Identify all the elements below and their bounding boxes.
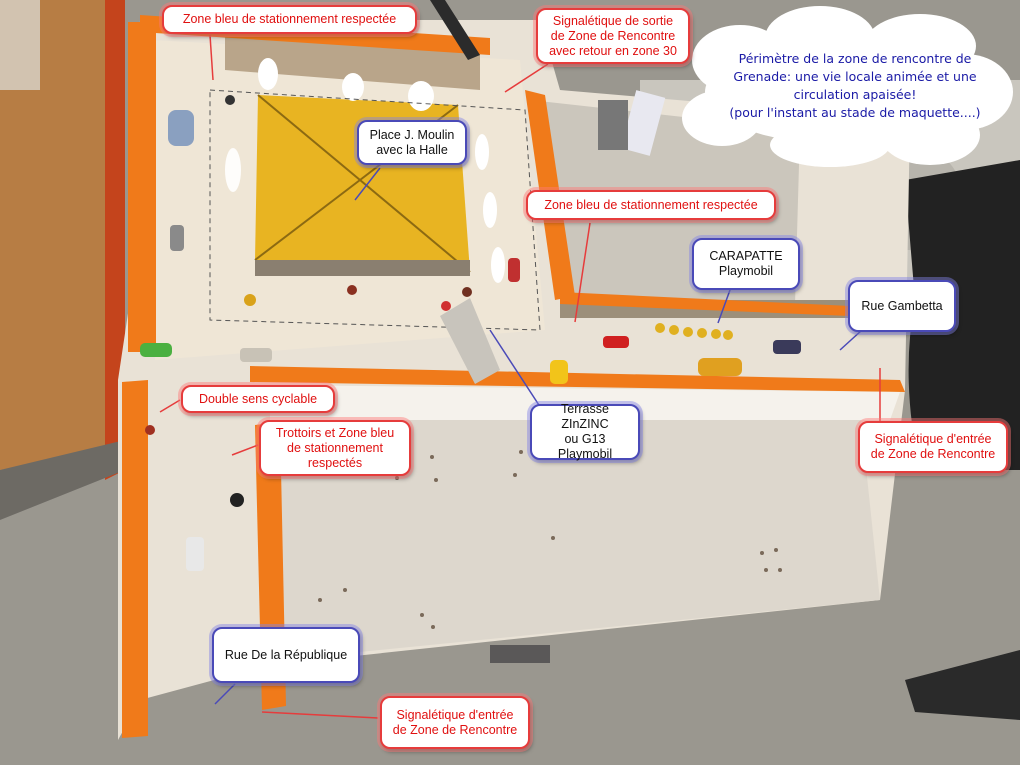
callout-carapatte: CARAPATTE Playmobil <box>692 238 800 290</box>
callout-terrasse: Terrasse ZInZINC ou G13 Playmobil <box>530 402 640 461</box>
sign-post-holder <box>598 100 628 150</box>
terrace-board <box>440 298 500 384</box>
person-foot <box>905 650 1020 720</box>
sign-card <box>620 90 666 156</box>
lower-board <box>270 410 880 660</box>
toy-car <box>170 225 184 251</box>
toy-car <box>550 360 568 384</box>
cloud-caption: Périmètre de la zone de rencontre de Gre… <box>729 51 981 120</box>
board-stand <box>0 440 125 520</box>
toy-car <box>773 340 801 354</box>
callout-signaletique-entree-right: Signalétique d'entrée de Zone de Rencont… <box>858 421 1008 473</box>
callout-zone-bleu-top: Zone bleu de stationnement respectée <box>162 5 417 34</box>
board-frame <box>105 0 125 480</box>
toy-car <box>698 358 742 376</box>
cork-board <box>0 0 112 470</box>
cloud-shape <box>682 6 1013 167</box>
curb-left-bottom <box>122 380 148 738</box>
callout-zone-bleu-mid: Zone bleu de stationnement respectée <box>526 190 776 220</box>
callout-signaletique-sortie: Signalétique de sortie de Zone de Rencon… <box>536 8 690 64</box>
callout-place-moulin: Place J. Moulin avec la Halle <box>357 120 467 165</box>
callout-rue-gambetta: Rue Gambetta <box>848 280 956 332</box>
toy-car <box>603 336 629 348</box>
toy-car <box>508 258 520 282</box>
callout-double-sens: Double sens cyclable <box>181 385 335 413</box>
curb-middle <box>250 366 905 392</box>
hall-base <box>255 260 470 276</box>
person <box>905 160 1020 470</box>
callout-rue-republique: Rue De la République <box>212 627 360 683</box>
callout-signaletique-entree-bottom: Signalétique d'entrée de Zone de Rencont… <box>380 696 530 749</box>
toy-car <box>186 537 204 571</box>
curb-left-top <box>128 22 156 352</box>
curb-right-facade <box>560 292 850 316</box>
toy-car <box>140 343 172 357</box>
callout-trottoirs: Trottoirs et Zone bleu de stationnement … <box>259 420 411 476</box>
toy-car <box>168 110 194 146</box>
poster <box>0 0 40 90</box>
toy-car <box>240 348 272 362</box>
road-divider <box>270 385 900 420</box>
